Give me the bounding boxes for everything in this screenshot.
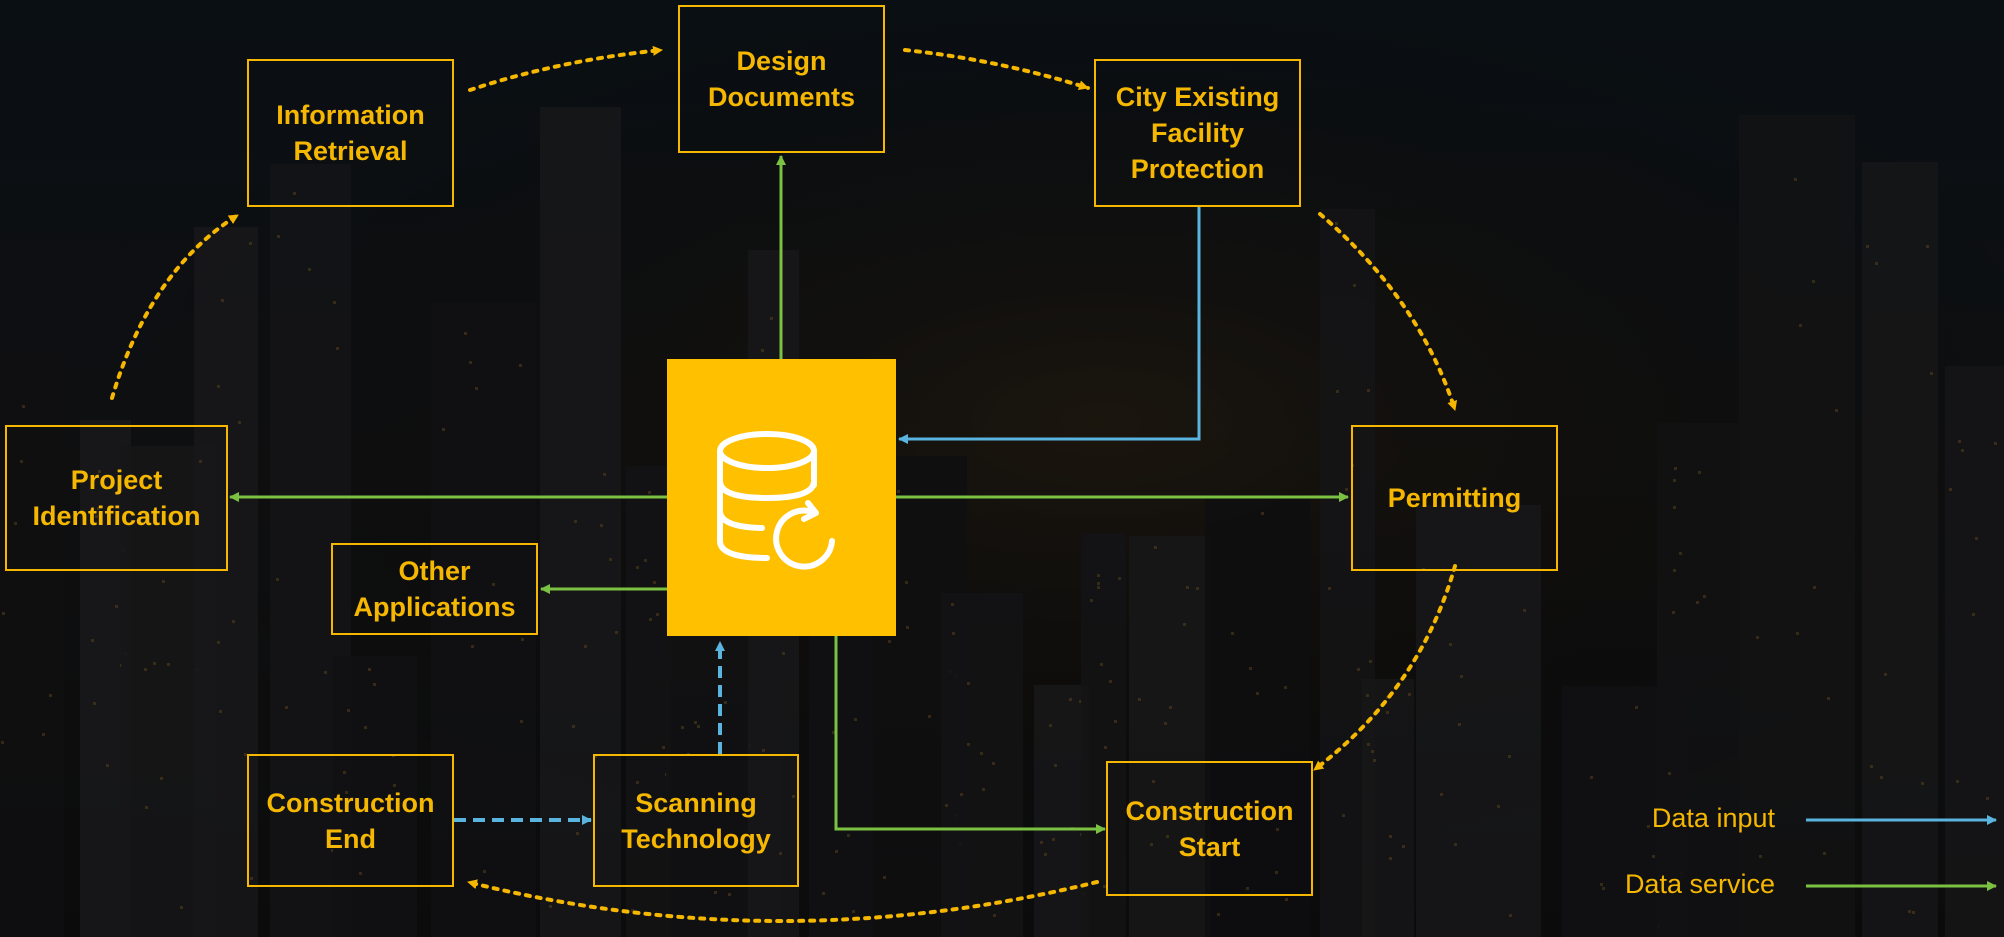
construction-end-box: Construction End bbox=[247, 754, 454, 887]
project-identification-box: Project Identification bbox=[5, 425, 228, 571]
flow-permitting-to-construction-start bbox=[1312, 564, 1457, 772]
legend-data-service-label: Data service bbox=[1624, 869, 1775, 899]
database-sync-icon bbox=[716, 430, 835, 569]
information-retrieval-box: Information Retrieval bbox=[247, 59, 454, 207]
flow-construction-start-to-end bbox=[466, 879, 1099, 923]
legend-data-input-label: Data input bbox=[1651, 803, 1775, 833]
flow-retrieval-to-design bbox=[468, 45, 664, 92]
flow-design-to-city-facility bbox=[903, 48, 1090, 91]
service-arrow-to-construction-start bbox=[834, 636, 1106, 834]
other-applications-box: Other Applications bbox=[331, 543, 538, 635]
city-existing-facility-protection-box: City Existing Facility Protection bbox=[1094, 59, 1301, 207]
input-arrow-from-city-facility bbox=[898, 207, 1201, 444]
flow-city-facility-to-permitting bbox=[1318, 212, 1458, 412]
central-database bbox=[667, 359, 896, 636]
permitting-box: Permitting bbox=[1351, 425, 1558, 571]
flow-identification-to-retrieval bbox=[110, 213, 240, 400]
scanning-technology-box: Scanning Technology bbox=[593, 754, 799, 887]
construction-start-box: Construction Start bbox=[1106, 761, 1313, 896]
design-documents-box: Design Documents bbox=[678, 5, 885, 153]
